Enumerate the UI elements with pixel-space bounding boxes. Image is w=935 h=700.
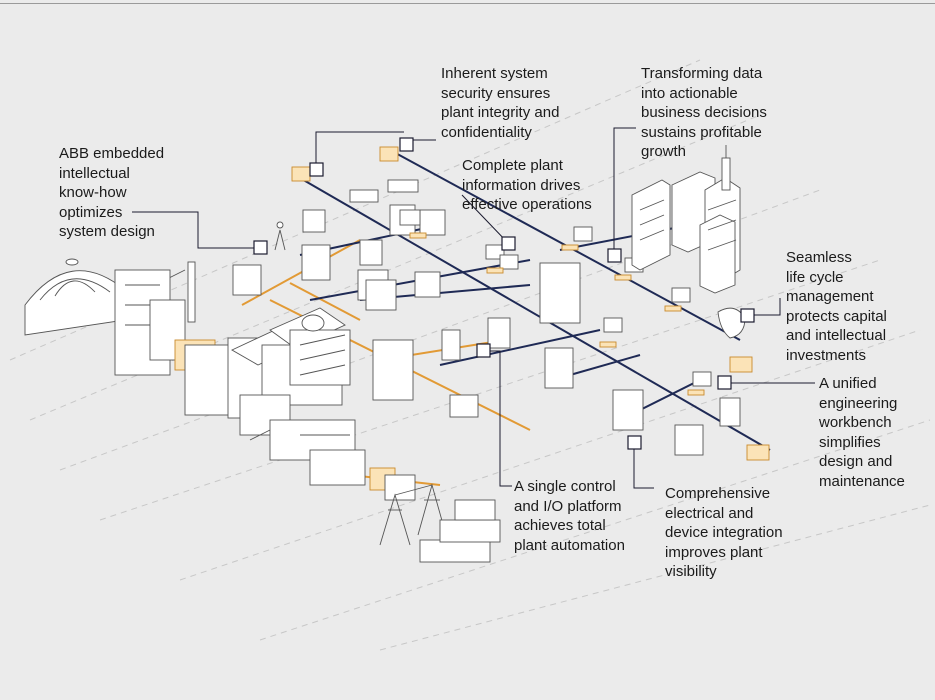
- callout-lifecycle: Seamless life cycle management protects …: [786, 249, 887, 364]
- callout-security: Inherent system security ensures plant i…: [441, 65, 560, 141]
- marker-workbench: [717, 375, 732, 390]
- marker-info: [501, 236, 516, 251]
- callout-leader-lines: [132, 127, 815, 489]
- marker-security-2: [399, 137, 414, 152]
- control-equipment: [232, 146, 770, 461]
- callout-info: Complete plant information drives effect…: [462, 157, 592, 213]
- callout-data: Transforming data into actionable busine…: [641, 65, 767, 160]
- marker-lifecycle: [740, 308, 755, 323]
- callout-workbench: A unified engineering workbench simplifi…: [819, 375, 905, 490]
- power-plant-illustration: [24, 258, 501, 563]
- business-buildings: [631, 145, 741, 294]
- marker-abb: [253, 240, 268, 255]
- top-rule: [0, 3, 935, 4]
- callout-markers: [253, 137, 755, 450]
- callout-control: A single control and I/O platform achiev…: [514, 478, 625, 554]
- callout-abb: ABB embedded intellectual know-how optim…: [59, 145, 165, 240]
- marker-data: [607, 248, 622, 263]
- marker-control: [476, 343, 491, 358]
- marker-electrical: [627, 435, 642, 450]
- callout-electrical: Comprehensive electrical and device inte…: [665, 485, 783, 580]
- marker-security-1: [309, 162, 324, 177]
